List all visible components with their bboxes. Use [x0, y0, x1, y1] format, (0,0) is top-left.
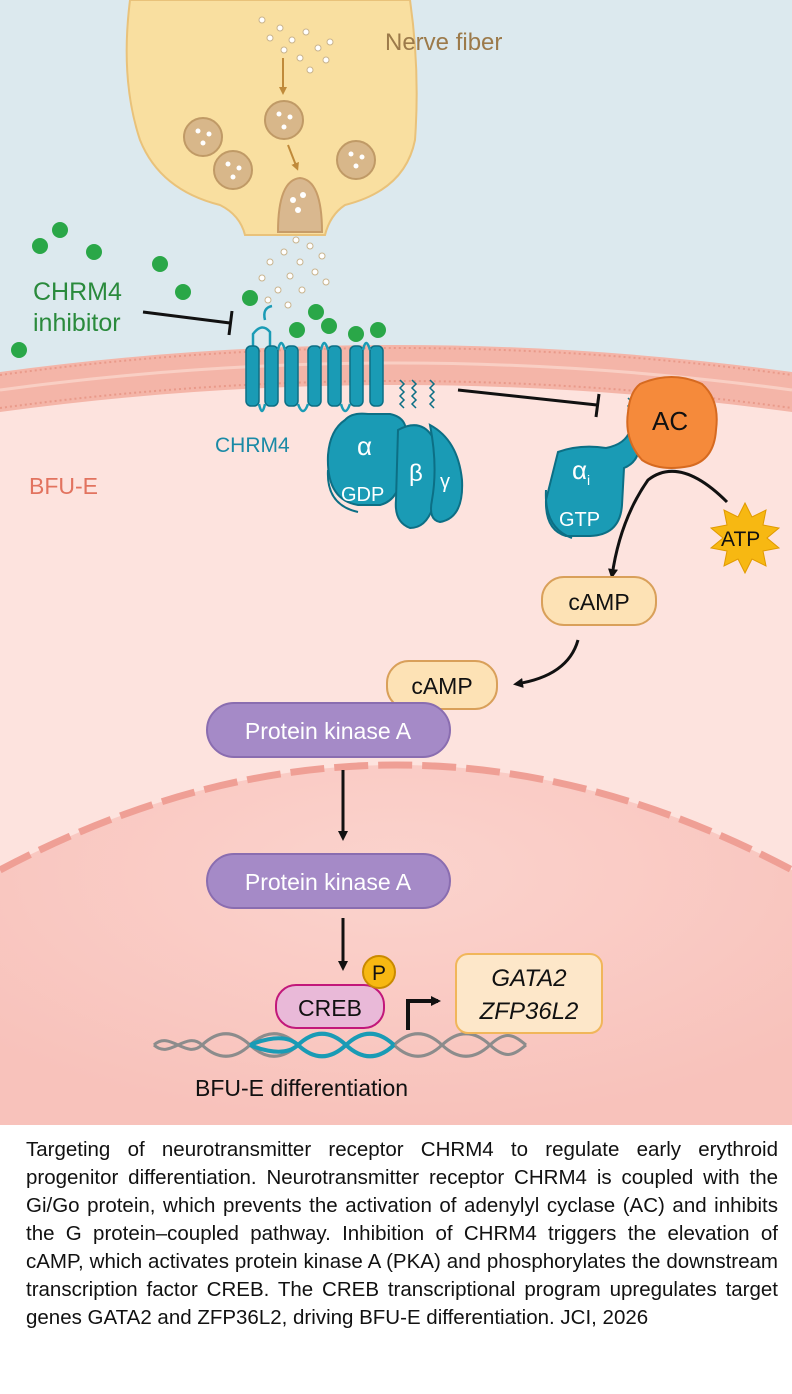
inhibitor-block-line — [142, 310, 234, 336]
creb-label: CREB — [298, 995, 362, 1021]
alpha-i-label: αi — [572, 455, 590, 488]
camp-label-1: cAMP — [568, 589, 629, 615]
pka-label-1: Protein kinase A — [245, 718, 412, 744]
dna-helix — [152, 1031, 527, 1059]
nerve-fiber-label: Nerve fiber — [385, 29, 502, 56]
atp-to-camp-arrow — [608, 469, 729, 579]
camp-box-2 — [386, 660, 498, 710]
chrm4-receptor — [245, 304, 384, 413]
phosphate-label: P — [372, 962, 386, 985]
chrm4-label: CHRM4 — [215, 434, 290, 457]
alpha-i-gtp — [544, 428, 642, 539]
ac-label: AC — [652, 406, 688, 436]
neurotransmitter-dots — [258, 16, 334, 309]
g-protein-heterotrimer — [326, 412, 464, 530]
gprotein-ac-block-line — [457, 388, 601, 418]
pathway-diagram: Nerve fiber CHRM4 inhibitor — [0, 0, 792, 1125]
camp-box-1 — [541, 576, 657, 626]
atp-burst — [709, 501, 781, 575]
pka-box-1 — [206, 702, 451, 758]
pka-box-2 — [206, 853, 451, 909]
outcome-label: BFU-E differentiation — [195, 1075, 408, 1101]
creb-box — [275, 984, 385, 1029]
alpha-label: α — [357, 431, 372, 461]
camp-label-2: cAMP — [411, 673, 472, 699]
vesicle-arrow-2 — [287, 144, 299, 171]
beta-label: β — [409, 460, 423, 487]
camp-to-pka-arrow — [513, 639, 580, 688]
gtp-label: GTP — [559, 509, 600, 531]
transcription-arrow — [406, 996, 441, 1030]
phosphate-circle — [362, 955, 396, 989]
gdp-label: GDP — [341, 484, 384, 506]
figure-caption: Targeting of neurotransmitter receptor C… — [26, 1138, 778, 1329]
pka-label-2: Protein kinase A — [245, 869, 412, 895]
gene-label-zfp36l2: ZFP36L2 — [479, 998, 579, 1025]
vesicles — [183, 100, 376, 213]
gamma-label: γ — [440, 471, 450, 493]
inhibitor-molecules — [11, 222, 386, 358]
atp-label: ATP — [721, 528, 760, 551]
adenylyl-cyclase — [626, 376, 718, 469]
target-genes-box — [455, 953, 603, 1034]
inhibitor-label-line2: inhibitor — [33, 309, 121, 337]
nucleus — [0, 761, 792, 1125]
gene-label-gata2: GATA2 — [491, 965, 566, 992]
inhibitor-label-line1: CHRM4 — [33, 278, 122, 306]
bfu-e-cell-label: BFU-E — [29, 473, 98, 499]
